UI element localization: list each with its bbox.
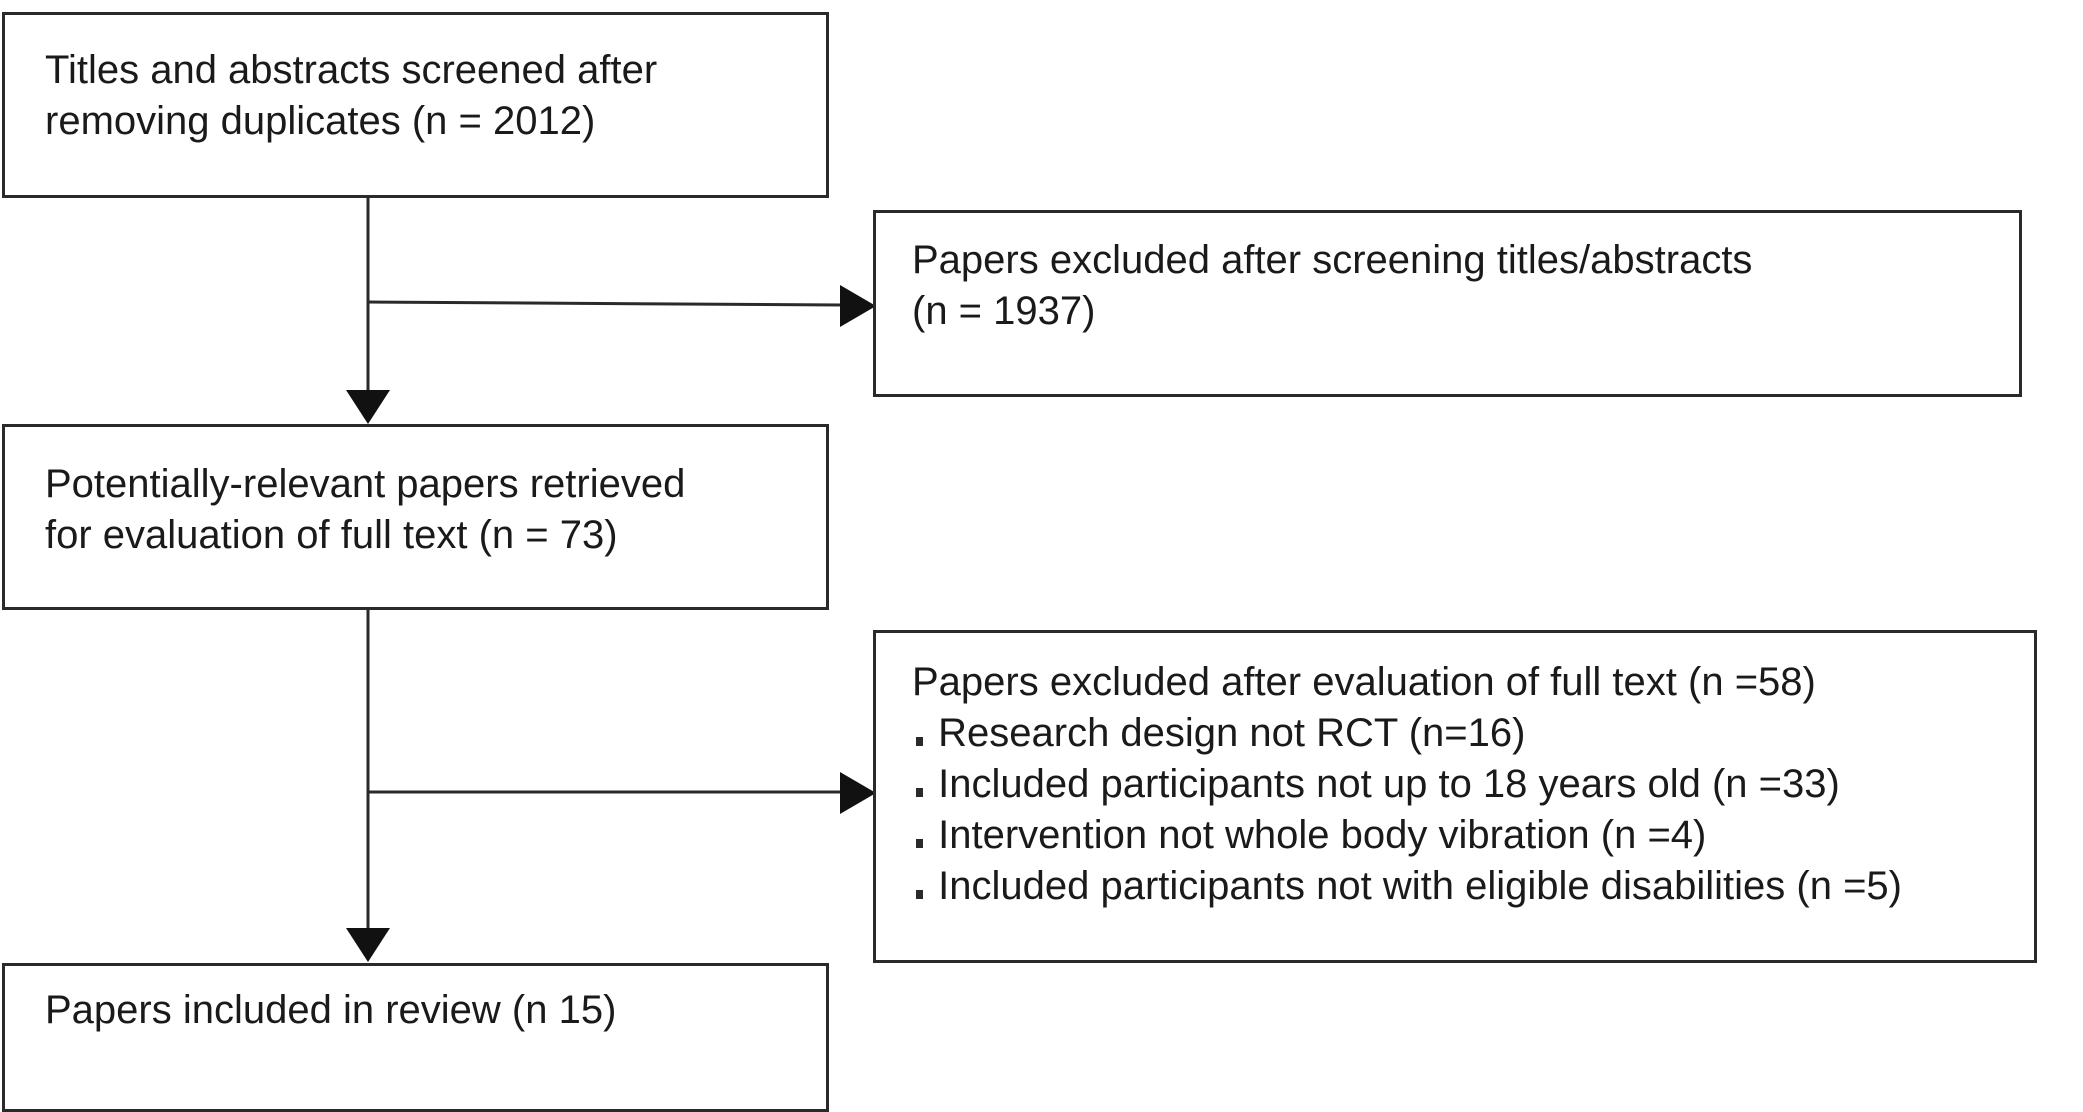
- arrowhead-down-1: [346, 390, 390, 424]
- bullet-icon: [916, 839, 923, 848]
- box-papers-excluded-screening: Papers excluded after screening titles/a…: [873, 210, 2022, 397]
- exclusion-reason-text: Included participants not up to 18 years…: [938, 762, 1840, 806]
- arrowhead-right-2: [840, 772, 876, 814]
- box-papers-included: Papers included in review (n 15): [2, 963, 829, 1112]
- box-text-line: Potentially-relevant papers retrieved: [45, 462, 686, 506]
- exclusion-reason-text: Research design not RCT (n=16): [938, 711, 1526, 755]
- bullet-icon: [916, 890, 923, 899]
- box-text-line: Titles and abstracts screened after: [45, 48, 658, 92]
- box-potentially-relevant-papers: Potentially-relevant papers retrieved fo…: [2, 424, 829, 610]
- bullet-icon: [916, 737, 923, 746]
- box-heading: Papers excluded after evaluation of full…: [912, 660, 1816, 704]
- box-text-line: (n = 1937): [912, 289, 1096, 333]
- exclusion-reason: Research design not RCT (n=16): [912, 708, 2034, 759]
- box-text-line: Papers excluded after screening titles/a…: [912, 238, 1753, 282]
- exclusion-reason-text: Intervention not whole body vibration (n…: [938, 813, 1707, 857]
- exclusion-reason: Included participants not with eligible …: [912, 861, 2034, 912]
- arrowhead-down-2: [346, 928, 390, 962]
- box-text-line: for evaluation of full text (n = 73): [45, 513, 618, 557]
- arrowhead-right-1: [840, 285, 876, 327]
- bullet-icon: [916, 788, 923, 797]
- box-text-line: removing duplicates (n = 2012): [45, 99, 596, 143]
- box-papers-excluded-fulltext: Papers excluded after evaluation of full…: [873, 630, 2037, 963]
- box-text-line: Papers included in review (n 15): [45, 988, 617, 1032]
- exclusion-reason-text: Included participants not with eligible …: [938, 864, 1902, 908]
- box-titles-abstracts-screened: Titles and abstracts screened after remo…: [2, 12, 829, 198]
- exclusion-reason: Included participants not up to 18 years…: [912, 759, 2034, 810]
- connector-to-excluded-screening: [367, 300, 843, 307]
- exclusion-reason: Intervention not whole body vibration (n…: [912, 810, 2034, 861]
